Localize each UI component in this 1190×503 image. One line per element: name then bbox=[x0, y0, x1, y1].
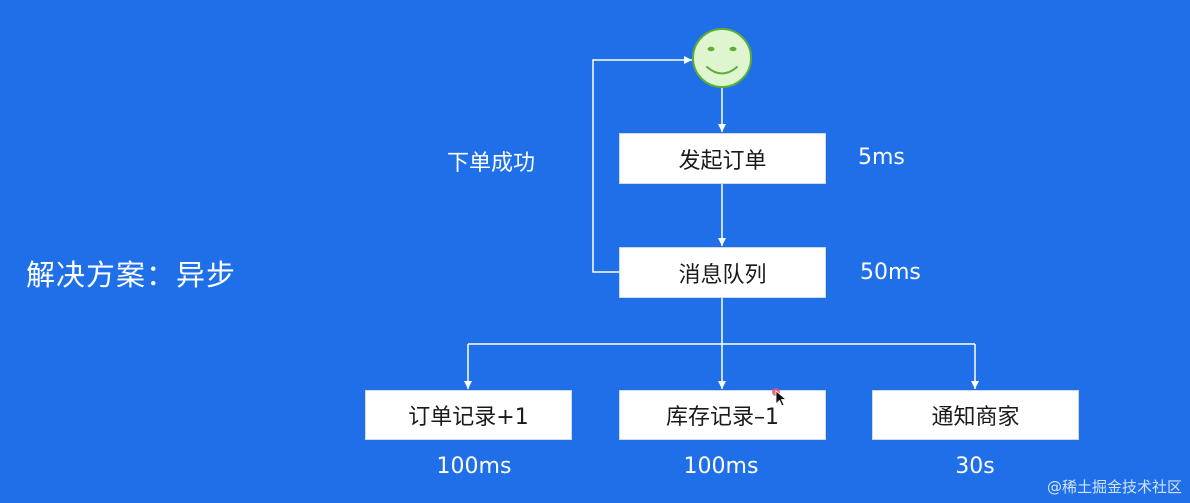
node-message-queue-time: 50ms bbox=[860, 260, 921, 285]
node-order-record-time: 100ms bbox=[436, 454, 512, 479]
node-notify-merchant-time: 30s bbox=[955, 454, 995, 479]
node-start-order: 发起订单 bbox=[619, 133, 826, 184]
node-stock-record: 库存记录–1 bbox=[619, 390, 826, 440]
node-message-queue: 消息队列 bbox=[619, 247, 826, 298]
arrow-queue-to-user-loop bbox=[592, 56, 692, 273]
node-notify-merchant: 通知商家 bbox=[872, 390, 1079, 440]
mouse-cursor-icon bbox=[772, 388, 788, 407]
node-order-record: 订单记录+1 bbox=[365, 390, 572, 440]
smiley-face-icon bbox=[692, 28, 752, 88]
watermark: @稀土掘金技术社区 bbox=[1046, 478, 1182, 496]
loop-label: 下单成功 bbox=[447, 151, 536, 176]
slide-title: 解决方案：异步 bbox=[26, 258, 237, 292]
node-stock-record-time: 100ms bbox=[683, 454, 759, 479]
node-start-order-time: 5ms bbox=[858, 145, 905, 170]
